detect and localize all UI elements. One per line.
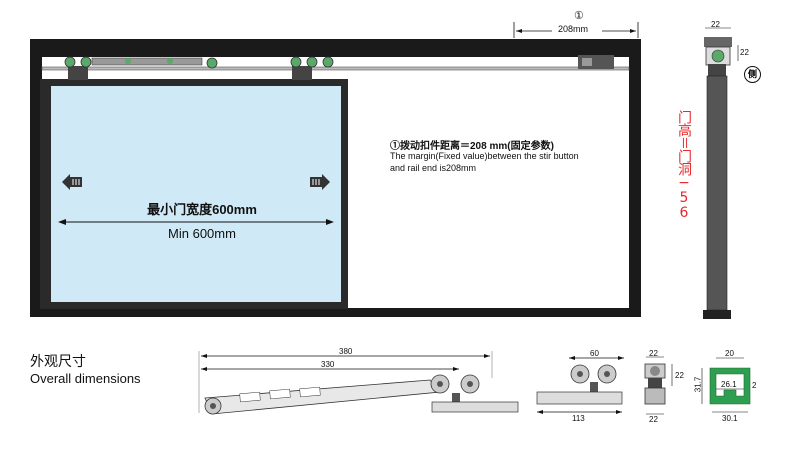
min-width-dim-line xyxy=(58,219,334,225)
rail xyxy=(41,66,630,71)
margin-circle-marker: ① xyxy=(574,10,584,22)
margin-note-en-line2: and rail end is208mm xyxy=(390,163,477,173)
dim-clip-top: 22 xyxy=(649,349,658,358)
min-width-label-en: Min 600mm xyxy=(168,226,236,241)
overall-title-en: Overall dimensions xyxy=(30,371,141,386)
min-width-label-cn: 最小门宽度600mm xyxy=(147,202,257,217)
margin-dim-label: 208mm xyxy=(558,24,589,34)
clip-profile-drawing xyxy=(644,356,673,415)
side-height-dim: 22 xyxy=(740,48,749,57)
overall-title-cn: 外观尺寸 xyxy=(30,353,86,369)
dim-rail-gap: 2 xyxy=(752,381,757,390)
damper-arm xyxy=(91,57,218,69)
margin-note-cn: ①拨动扣件距离＝208 mm(固定参数) xyxy=(390,141,554,152)
dim-rail-inner: 26.1 xyxy=(721,380,737,389)
door-glass xyxy=(51,86,341,302)
side-width-dim: 22 xyxy=(711,20,720,29)
rail-profile-drawing xyxy=(701,357,751,413)
left-slide-arrow xyxy=(62,174,82,190)
dim-rail-top: 20 xyxy=(725,349,734,358)
dim-rail-height: 31.7 xyxy=(693,376,703,393)
arm-dimension-drawing xyxy=(198,351,519,415)
hanger-dimension-drawing xyxy=(536,356,624,414)
dim-hanger-width: 60 xyxy=(590,349,599,358)
door-height-formula: 门高＝门洞−56 xyxy=(676,110,692,220)
dim-arm-length: 330 xyxy=(321,360,335,369)
margin-dim-line xyxy=(513,22,639,38)
left-hanger xyxy=(64,56,92,80)
dim-total-length: 380 xyxy=(339,347,353,356)
dim-base-length: 113 xyxy=(572,414,585,423)
dim-clip-bottom: 22 xyxy=(649,415,658,424)
side-view-marker: 侧 xyxy=(744,66,761,83)
margin-note-en-line1: The margin(Fixed value)between the stir … xyxy=(390,151,579,161)
right-hanger xyxy=(290,56,334,80)
dim-clip-side: 22 xyxy=(675,371,684,380)
right-slide-arrow xyxy=(310,174,330,190)
side-view xyxy=(703,27,739,319)
dim-rail-width: 30.1 xyxy=(722,414,738,423)
